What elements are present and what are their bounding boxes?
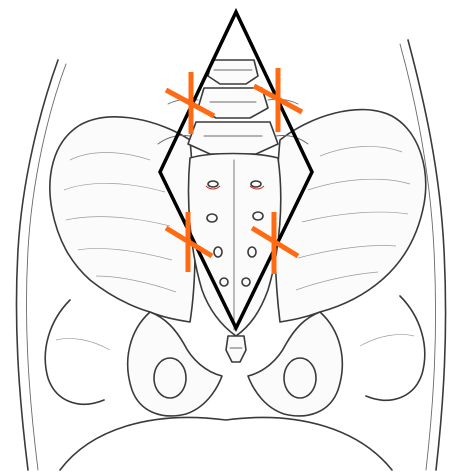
coccyx	[226, 336, 246, 362]
sacrum	[189, 154, 281, 337]
